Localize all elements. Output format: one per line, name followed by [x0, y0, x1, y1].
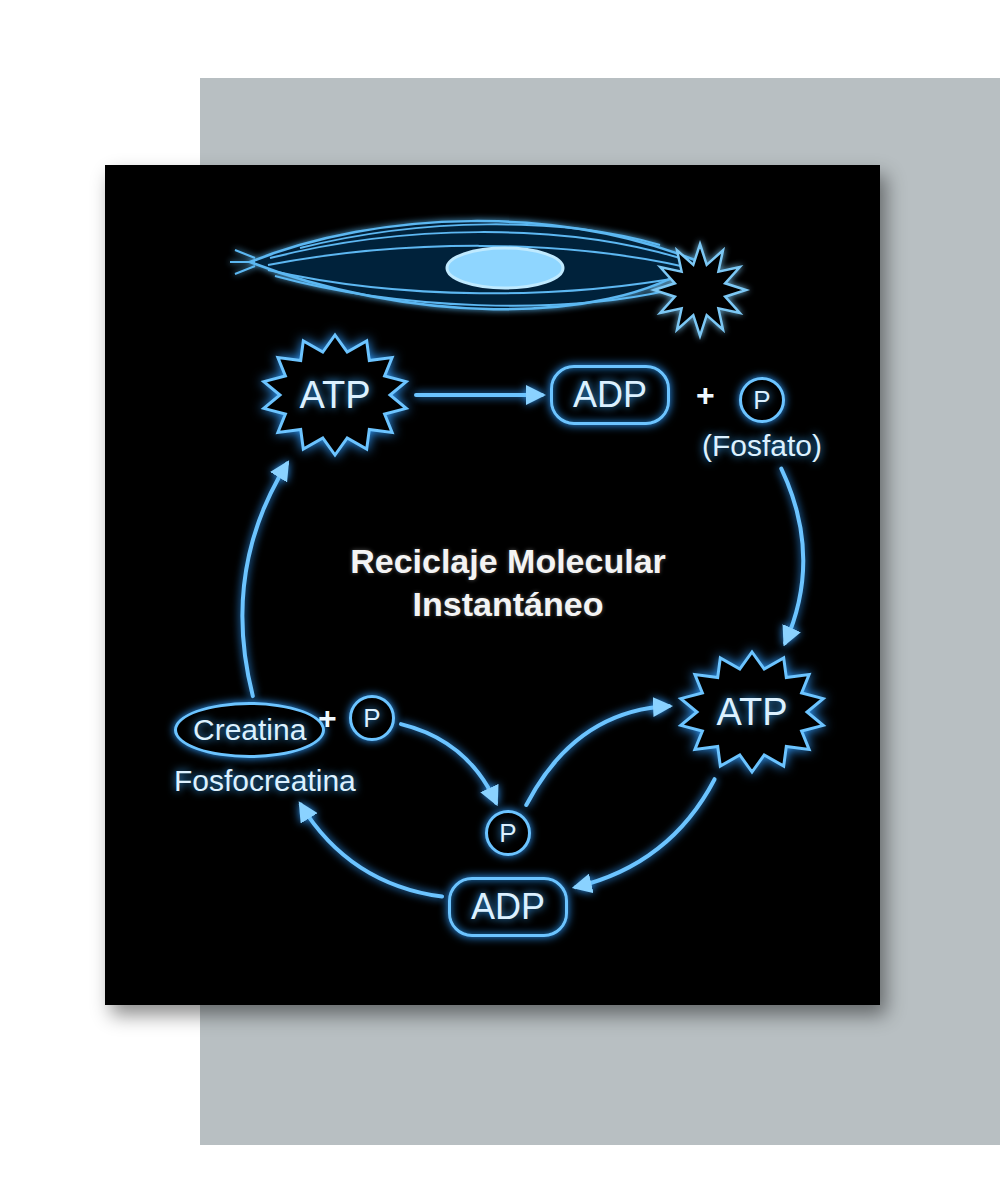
phosphocreatine-caption: Fosfocreatina: [174, 764, 356, 798]
phosphate-group: P (Fosfato): [702, 377, 822, 463]
adp-box: ADP: [550, 365, 670, 425]
cycle-arrow: [526, 706, 669, 805]
cycle-arrow: [781, 469, 803, 643]
molecule-label: ATP: [299, 374, 370, 417]
phosphate-caption: (Fosfato): [702, 429, 822, 463]
plus-sign: +: [318, 700, 337, 737]
cycle-arrow: [242, 464, 287, 696]
cycle-arrow: [576, 779, 715, 887]
cycle-arrow: [301, 805, 442, 897]
atp-starburst: ATP: [260, 333, 410, 457]
plus-sign: +: [696, 377, 715, 414]
phosphate-circle: P: [349, 695, 395, 741]
molecule-label: ATP: [716, 691, 787, 734]
cycle-arrow: [401, 724, 496, 803]
molecule-label: ADP: [471, 886, 545, 927]
atp-starburst: ATP: [677, 650, 827, 774]
adp-box: ADP: [448, 877, 568, 937]
cycle-arrow: [416, 393, 542, 397]
diagram-title: Reciclaje Molecular Instantáneo: [298, 540, 718, 625]
molecule-label: ADP: [573, 374, 647, 415]
creatine-ellipse: Creatina: [174, 702, 325, 758]
phosphate-label: P: [739, 377, 785, 423]
phosphate-label: P: [485, 810, 531, 856]
phosphate-circle: P: [485, 810, 531, 856]
phosphate-label: P: [349, 695, 395, 741]
